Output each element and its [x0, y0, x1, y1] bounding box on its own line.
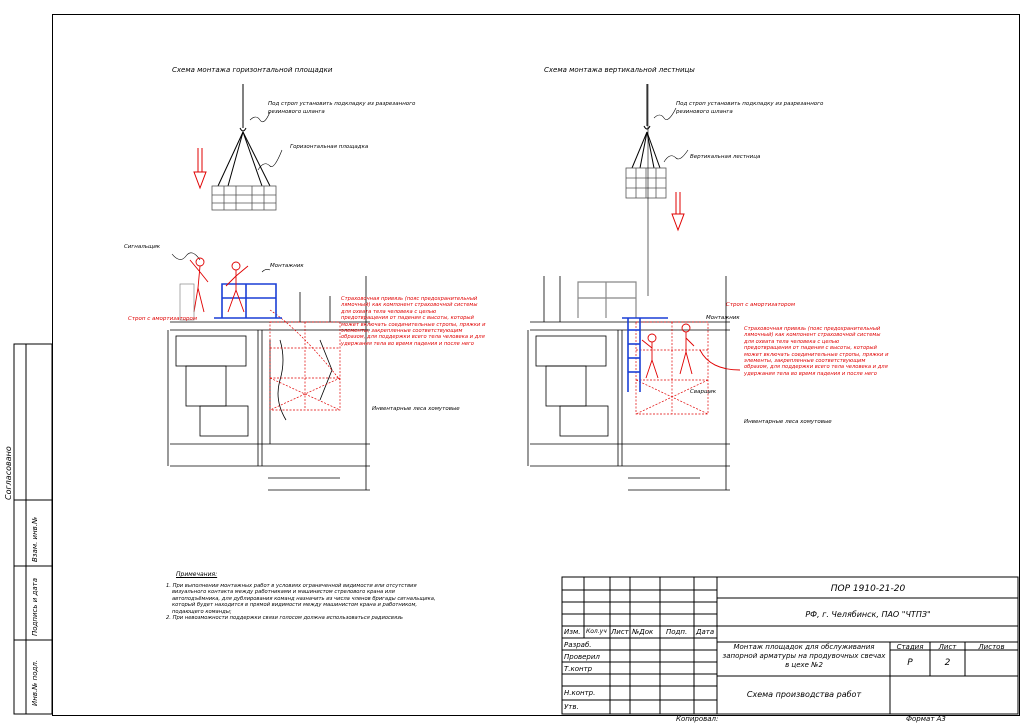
format-label: Формат А3 [906, 715, 946, 723]
vertical-ladder-label: Вертикальная лестница [690, 154, 761, 160]
sheet-label: Лист [938, 643, 957, 651]
right-structure [527, 276, 730, 491]
left-scaffold [269, 309, 341, 411]
stage-label: Стадия [896, 643, 924, 651]
notes-title: Примечания: [176, 571, 218, 578]
installer-right-label: Монтажник [706, 315, 740, 321]
harness-note-right: Страховочная привязь (пояс предохранител… [744, 326, 889, 377]
left-sling-note-1: Под строп установить подкладку из разрез… [268, 101, 416, 107]
work-title: Монтаж площадок для обслуживания запорно… [722, 643, 886, 669]
sling-absorber-right-label: Строп с амортизатором [726, 302, 796, 308]
right-gray-railing [577, 281, 637, 318]
side-stamp-grid [13, 343, 53, 715]
stamp-header-izm: Изм. [564, 628, 581, 636]
role-developer: Разраб. [564, 641, 592, 649]
role-tcontrol: Т.контр [564, 665, 593, 673]
left-sling-note-2: резинового шланга [268, 109, 325, 115]
right-blue-ladder [622, 317, 668, 392]
scaffold-right-label: Инвентарные леса хомутовые [744, 419, 832, 425]
side-stamp-replaces: Взам. инв.№ [31, 516, 39, 562]
horizontal-platform-label: Горизонтальная площадка [290, 144, 369, 150]
stamp-header-podp: Подп. [666, 628, 688, 636]
scaffold-left-label: Инвентарные леса хомутовые [372, 406, 460, 412]
side-stamp-inventory: Инв.№ подл. [31, 659, 39, 706]
right-scheme-title: Схема монтажа вертикальной лестницы [544, 66, 695, 74]
stage-value: Р [907, 658, 913, 668]
scheme-title: Схема производства работ [746, 690, 862, 699]
notes-list: 1. При выполнении монтажных работ в усло… [166, 583, 436, 622]
left-red-arrow [193, 148, 207, 190]
welder-label: Сварщик [690, 389, 717, 395]
left-workers [189, 257, 249, 313]
harness-note-left: Страховочная привязь (пояс предохранител… [341, 296, 486, 347]
installer-left-label: Монтажник [270, 263, 304, 269]
vertical-ladder-drawing [625, 167, 667, 199]
right-red-arrow [671, 192, 685, 232]
role-checker: Проверил [564, 653, 600, 661]
side-stamp-signature: Подпись и дата [31, 578, 39, 636]
right-hook [631, 84, 661, 169]
left-scheme-title: Схема монтажа горизонтальной площадки [172, 66, 333, 74]
location: РФ, г. Челябинск, ПАО "ЧТПЗ" [805, 610, 931, 619]
left-blue-platform [214, 283, 282, 319]
sheet-value: 2 [944, 658, 951, 668]
horizontal-platform-drawing [211, 185, 277, 211]
stamp-header-koluch: Кол.уч [586, 628, 607, 635]
role-approved: Утв. [564, 703, 579, 711]
role-ncontrol: Н.контр. [564, 689, 596, 697]
copied-label: Копировал: [676, 715, 719, 723]
right-scaffold [635, 321, 709, 415]
stamp-header-list: Лист [611, 628, 629, 636]
stamp-grid [561, 576, 1019, 715]
right-sling-note-1: Под строп установить подкладку из разрез… [676, 101, 824, 107]
stamp-header-date: Дата [696, 628, 715, 636]
right-workers [641, 323, 741, 379]
signalman-label: Сигнальщик [124, 244, 161, 250]
left-hook [217, 84, 271, 187]
right-sling-note-2: резинового шланга [676, 109, 733, 115]
stamp-header-doc: №Док [632, 628, 654, 636]
doc-code: ПОР 1910-21-20 [830, 584, 906, 594]
sling-absorber-left-label: Строп с амортизатором [128, 316, 198, 322]
side-stamp-agreed: Согласовано [4, 446, 13, 500]
sheets-label: Листов [978, 643, 1005, 651]
